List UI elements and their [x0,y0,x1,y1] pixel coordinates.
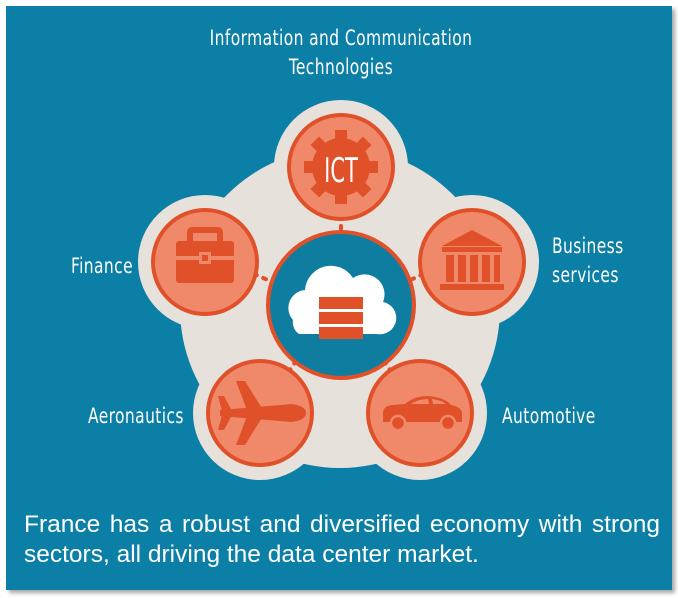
airplane-icon [218,381,306,445]
ict-label-line2: Technologies [288,55,394,79]
gear-icon [304,130,378,204]
business-services-node [418,208,526,316]
finance-node [151,208,259,316]
aeronautics-label: Aeronautics [88,404,184,428]
ict-node: ICT [287,113,395,221]
automotive-node [366,359,474,467]
bank-building-icon [440,230,504,290]
ict-icon-text: ICT [324,151,358,191]
center-node [266,230,416,380]
briefcase-icon [176,227,234,283]
business-label-line2: services [552,263,619,287]
finance-label: Finance [71,254,134,278]
business-services-label: Business services [552,232,624,290]
ict-label-line1: Information and Communication [209,26,473,50]
ict-label: Information and Communication Technologi… [177,24,505,82]
aeronautics-node [206,359,314,467]
car-icon [383,396,462,432]
business-label-line1: Business [552,234,624,258]
automotive-label: Automotive [502,404,596,428]
caption-text: France has a robust and diversified econ… [24,511,660,568]
cloud-server-icon [288,265,397,339]
